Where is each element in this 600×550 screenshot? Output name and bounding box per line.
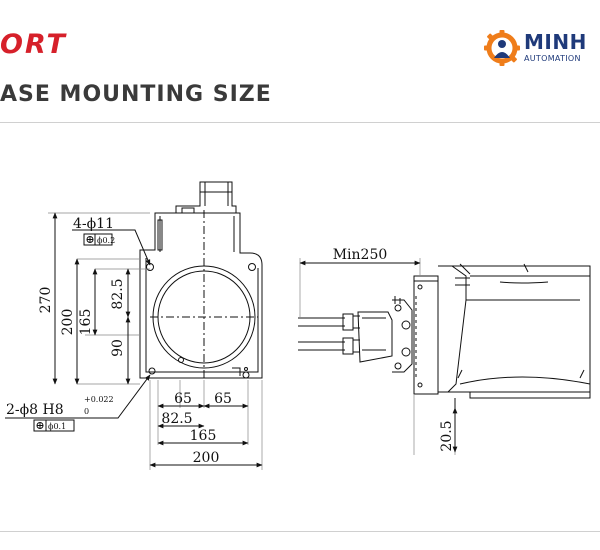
dim-height-90: 90 (110, 339, 126, 357)
dim-width-65-left: 65 (174, 391, 192, 407)
section-title: ASE MOUNTING SIZE (0, 82, 272, 107)
dim-top-holes: 4-ϕ11 (73, 216, 114, 232)
dim-width-82-5: 82.5 (161, 411, 192, 427)
side-connector (357, 296, 413, 373)
top-divider (0, 122, 600, 123)
flatness-symbol-pin (36, 422, 44, 429)
logo-name: MINH (524, 30, 587, 54)
gear-icon (484, 30, 520, 66)
dim-pin-holes: 2-ϕ8 H8 (6, 402, 64, 418)
logo-subtitle: AUTOMATION (524, 54, 581, 63)
front-base-outline (139, 181, 263, 379)
dim-height-270: 270 (38, 287, 54, 314)
dim-min-length: Min250 (333, 247, 388, 263)
front-dimensions (5, 212, 263, 468)
dim-pin-tol-lower: 0 (84, 407, 89, 416)
dim-pin-tol-upper: +0.022 (84, 395, 114, 404)
dim-top-tol: ϕ0.2 (97, 236, 115, 245)
bottom-divider (0, 531, 600, 532)
gear-person-icon (484, 30, 520, 66)
side-view (298, 258, 591, 455)
brand-title-fragment: ORT (0, 29, 67, 60)
side-body (413, 263, 591, 399)
side-dimensions (299, 260, 458, 453)
person-icon (494, 40, 510, 58)
dim-pin-pos-tol: ϕ0.1 (48, 422, 66, 431)
minh-automation-logo: MINH AUTOMATION (484, 28, 600, 72)
dim-height-82-5: 82.5 (110, 278, 126, 309)
dim-width-165: 165 (190, 428, 217, 444)
side-cables (298, 313, 360, 355)
front-flange-circle (150, 210, 258, 380)
flatness-symbol-top (86, 236, 94, 243)
dim-width-65-right: 65 (214, 391, 232, 407)
dim-width-200: 200 (193, 450, 220, 466)
dim-height-165: 165 (78, 309, 94, 336)
dim-side-offset: 20.5 (439, 420, 455, 451)
dim-height-200: 200 (60, 309, 76, 336)
